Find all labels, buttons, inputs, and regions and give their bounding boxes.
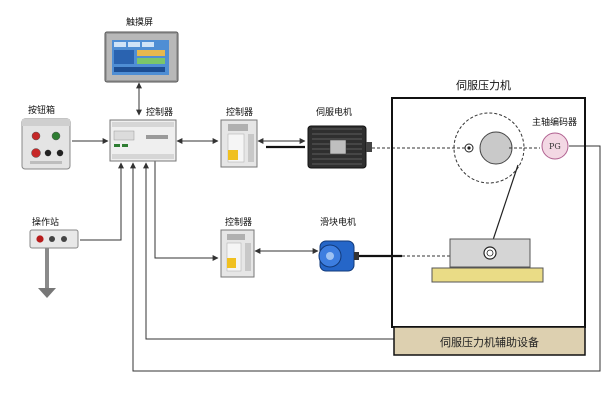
- encoder-icon: [541, 132, 569, 160]
- servo-press-frame: [391, 97, 586, 328]
- controller-top-label: 控制器: [226, 106, 253, 118]
- operator-controller-link: [80, 162, 124, 241]
- servo-drive-bottom-device: [220, 229, 255, 278]
- servo-motor-label: 伺服电机: [316, 106, 352, 118]
- touchscreen-label: 触摸屏: [126, 16, 153, 28]
- press-slider: [431, 238, 544, 283]
- aux-equipment-box: [393, 326, 586, 356]
- button-box-device: [21, 118, 71, 170]
- connecting-rod: [489, 164, 519, 250]
- operator-station-device: [29, 229, 79, 298]
- servo-drive-top-device: [220, 119, 258, 168]
- encoder-code: PG: [549, 142, 561, 151]
- press-title: 伺服压力机: [456, 78, 511, 92]
- encoder-feedback-link: [130, 145, 601, 372]
- spindle-encoder-label: 主轴编码器: [532, 116, 577, 128]
- press-crank: [453, 112, 540, 250]
- button-box-label: 按钮箱: [28, 104, 55, 116]
- touchscreen-device: [104, 31, 179, 83]
- aux-feedback-link: [143, 162, 395, 340]
- main-controller-device: [109, 119, 177, 162]
- slider-motor-device: [318, 240, 359, 272]
- main-controller-label: 控制器: [146, 106, 173, 118]
- controller-drive-bottom-link: [154, 160, 219, 261]
- servo-motor-device: [307, 125, 372, 169]
- spindle-encoder: PG: [541, 132, 569, 160]
- aux-equipment-label: 伺服压力机辅助设备: [440, 335, 539, 349]
- crank-disc: [479, 131, 513, 165]
- press-bed: [431, 267, 544, 283]
- slider-motor-label: 滑块电机: [320, 216, 356, 228]
- operator-station-label: 操作站: [32, 216, 59, 228]
- controller-bottom-label: 控制器: [225, 216, 252, 228]
